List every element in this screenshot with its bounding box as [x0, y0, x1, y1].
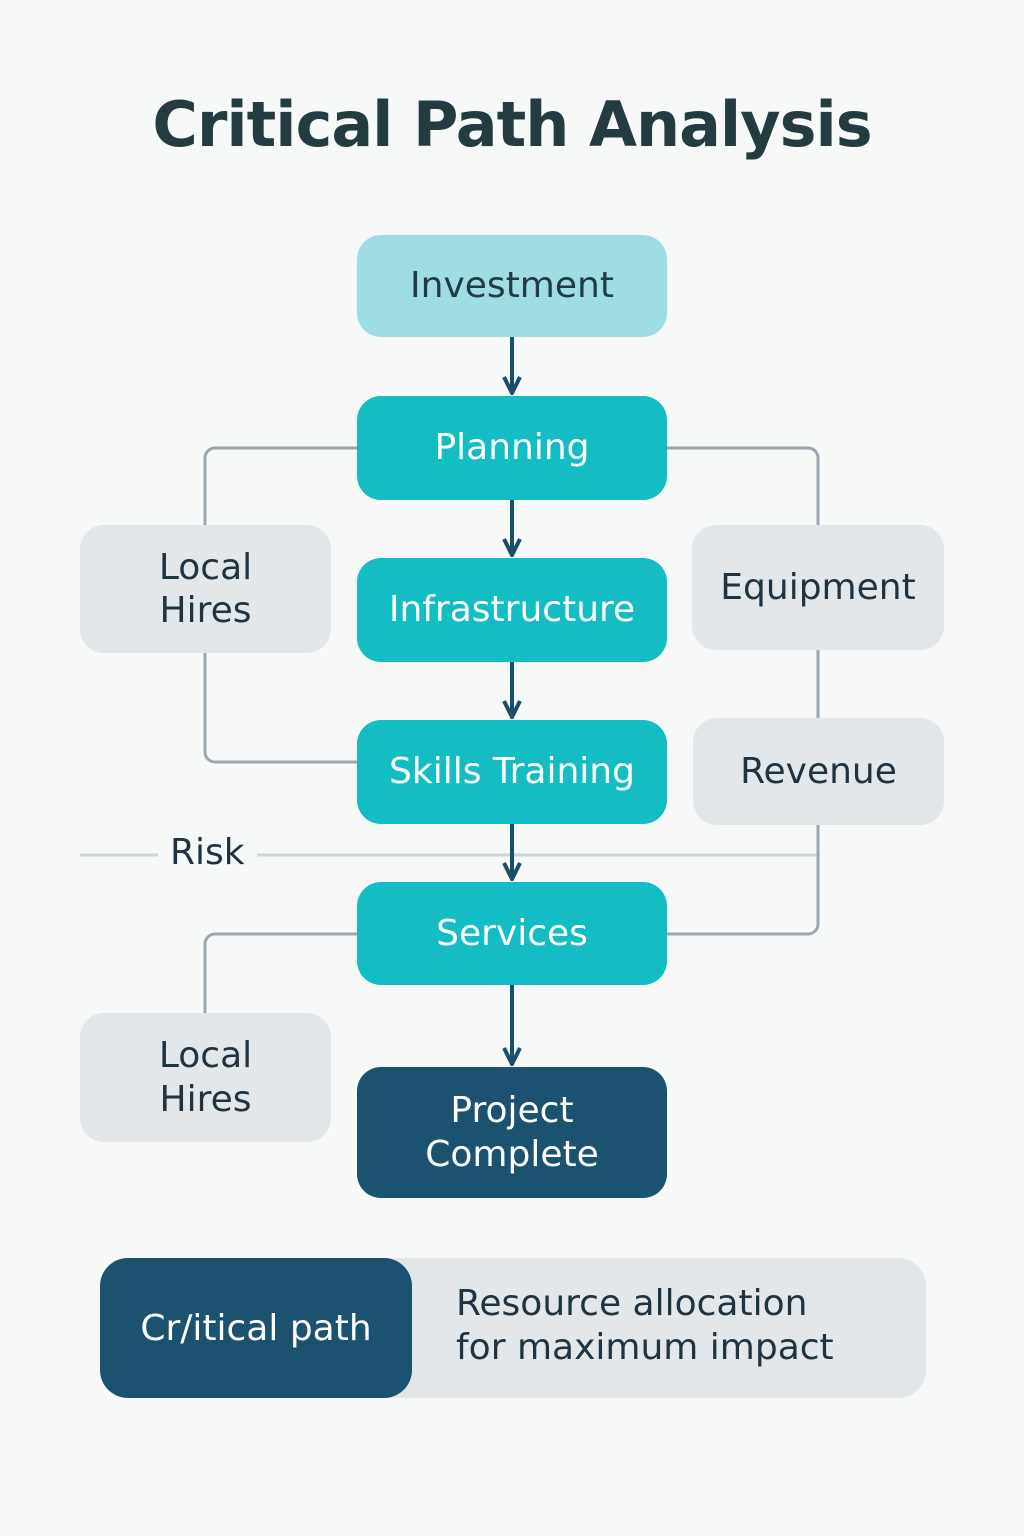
connector-services-local-hires	[203, 932, 358, 1013]
investment-label: Investment	[410, 265, 614, 307]
local-hires-bottom-label: Local Hires	[158, 1035, 253, 1120]
connector-revenue-services	[666, 825, 820, 936]
page-title: Critical Path Analysis	[152, 88, 872, 161]
services-label: Services	[436, 912, 588, 954]
local-hires-top-node: Local Hires	[80, 525, 331, 653]
connector-planning-local-hires	[203, 446, 358, 525]
investment-node: Investment	[357, 235, 667, 337]
infrastructure-node: Infrastructure	[357, 558, 667, 662]
services-node: Services	[357, 882, 667, 985]
legend: Cr/itical path Resource allocation for m…	[100, 1258, 926, 1398]
planning-node: Planning	[357, 396, 667, 500]
infrastructure-label: Infrastructure	[388, 589, 636, 631]
revenue-node: Revenue	[693, 718, 944, 825]
project-complete-label: Project Complete	[425, 1090, 599, 1175]
local-hires-bottom-node: Local Hires	[80, 1013, 331, 1142]
equipment-label: Equipment	[720, 566, 916, 608]
equipment-node: Equipment	[692, 525, 944, 650]
project-complete-node: Project Complete	[357, 1067, 667, 1198]
planning-label: Planning	[434, 427, 590, 469]
connector-planning-equipment	[666, 446, 820, 525]
legend-description: Resource allocation for maximum impact	[456, 1283, 834, 1368]
legend-critical-path-key: Cr/itical path	[100, 1258, 412, 1398]
risk-label: Risk	[158, 828, 257, 878]
skills-training-label: Skills Training	[389, 751, 635, 793]
connector-local-hires-skills	[203, 653, 358, 764]
revenue-label: Revenue	[740, 750, 897, 792]
local-hires-top-label: Local Hires	[158, 546, 253, 631]
skills-training-node: Skills Training	[357, 720, 667, 824]
